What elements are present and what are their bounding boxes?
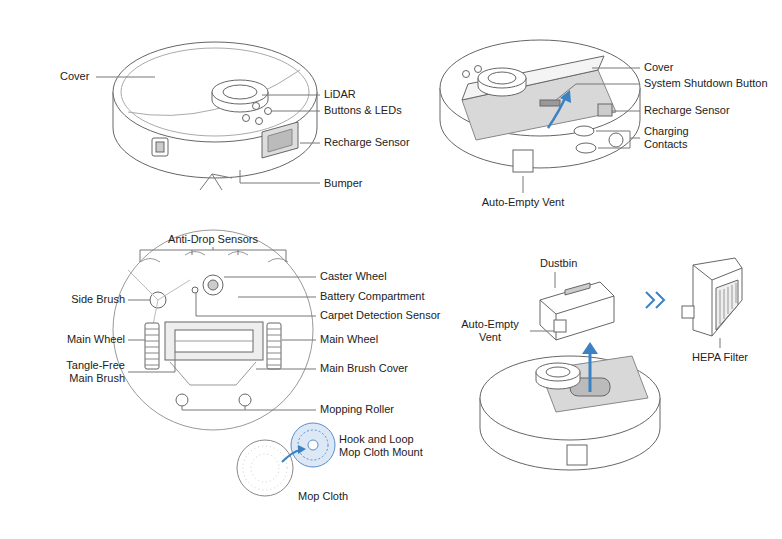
- robot-underside: [113, 230, 313, 430]
- part-label: Recharge Sensor: [324, 136, 410, 149]
- part-label: HEPA Filter: [692, 351, 748, 364]
- robot-open-cover: [440, 40, 640, 172]
- part-label: Main Brush Cover: [320, 362, 408, 375]
- part-label: Recharge Sensor: [644, 104, 730, 117]
- part-label: Auto-Empty Vent: [458, 318, 522, 344]
- part-label: Mop Cloth: [298, 490, 348, 503]
- part-label: LiDAR: [324, 88, 356, 101]
- part-label: Hook and Loop Mop Cloth Mount: [339, 433, 429, 459]
- part-label: Main Wheel: [320, 333, 378, 346]
- part-label: Battery Compartment: [320, 290, 425, 303]
- part-label: Bumper: [324, 177, 363, 190]
- part-label: Side Brush: [71, 293, 125, 306]
- part-label: Main Wheel: [67, 333, 125, 346]
- part-label: Cover: [60, 70, 89, 83]
- leader-lines: [96, 68, 720, 410]
- part-label: Mopping Roller: [320, 403, 394, 416]
- part-label: Cover: [644, 61, 673, 74]
- part-label: System Shutdown Button: [644, 77, 768, 90]
- robot-dustbin: [480, 258, 742, 470]
- part-label: Anti-Drop Sensors: [168, 233, 258, 246]
- robot-top-view: [113, 42, 317, 190]
- part-label: Tangle-Free Main Brush: [53, 359, 125, 385]
- mop-cloth-figure: [237, 423, 335, 496]
- part-label: Charging Contacts: [644, 125, 700, 151]
- part-label: Buttons & LEDs: [324, 104, 402, 117]
- part-label: Carpet Detection Sensor: [320, 309, 440, 322]
- part-label: Auto-Empty Vent: [482, 196, 565, 209]
- part-label: Dustbin: [540, 257, 577, 270]
- part-label: Caster Wheel: [320, 270, 387, 283]
